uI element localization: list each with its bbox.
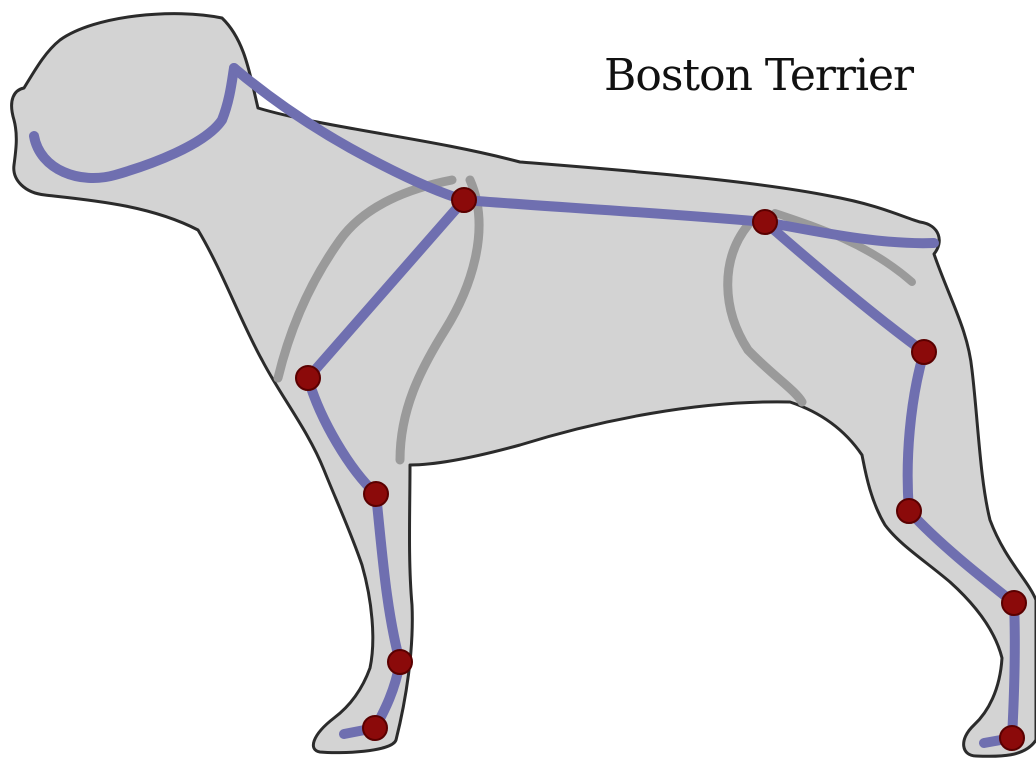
rear-paw-joint bbox=[1000, 726, 1024, 750]
front-wrist-joint bbox=[364, 482, 388, 506]
rear-pastern-joint bbox=[1002, 591, 1026, 615]
hip-joint bbox=[753, 210, 777, 234]
elbow-joint bbox=[296, 366, 320, 390]
front-paw-joint bbox=[363, 716, 387, 740]
dog-body-silhouette bbox=[12, 14, 1036, 757]
front-pastern-joint bbox=[388, 650, 412, 674]
diagram-title: Boston Terrier bbox=[604, 50, 913, 101]
hock-joint bbox=[897, 499, 921, 523]
knee-joint bbox=[912, 340, 936, 364]
shoulder-joint bbox=[452, 188, 476, 212]
